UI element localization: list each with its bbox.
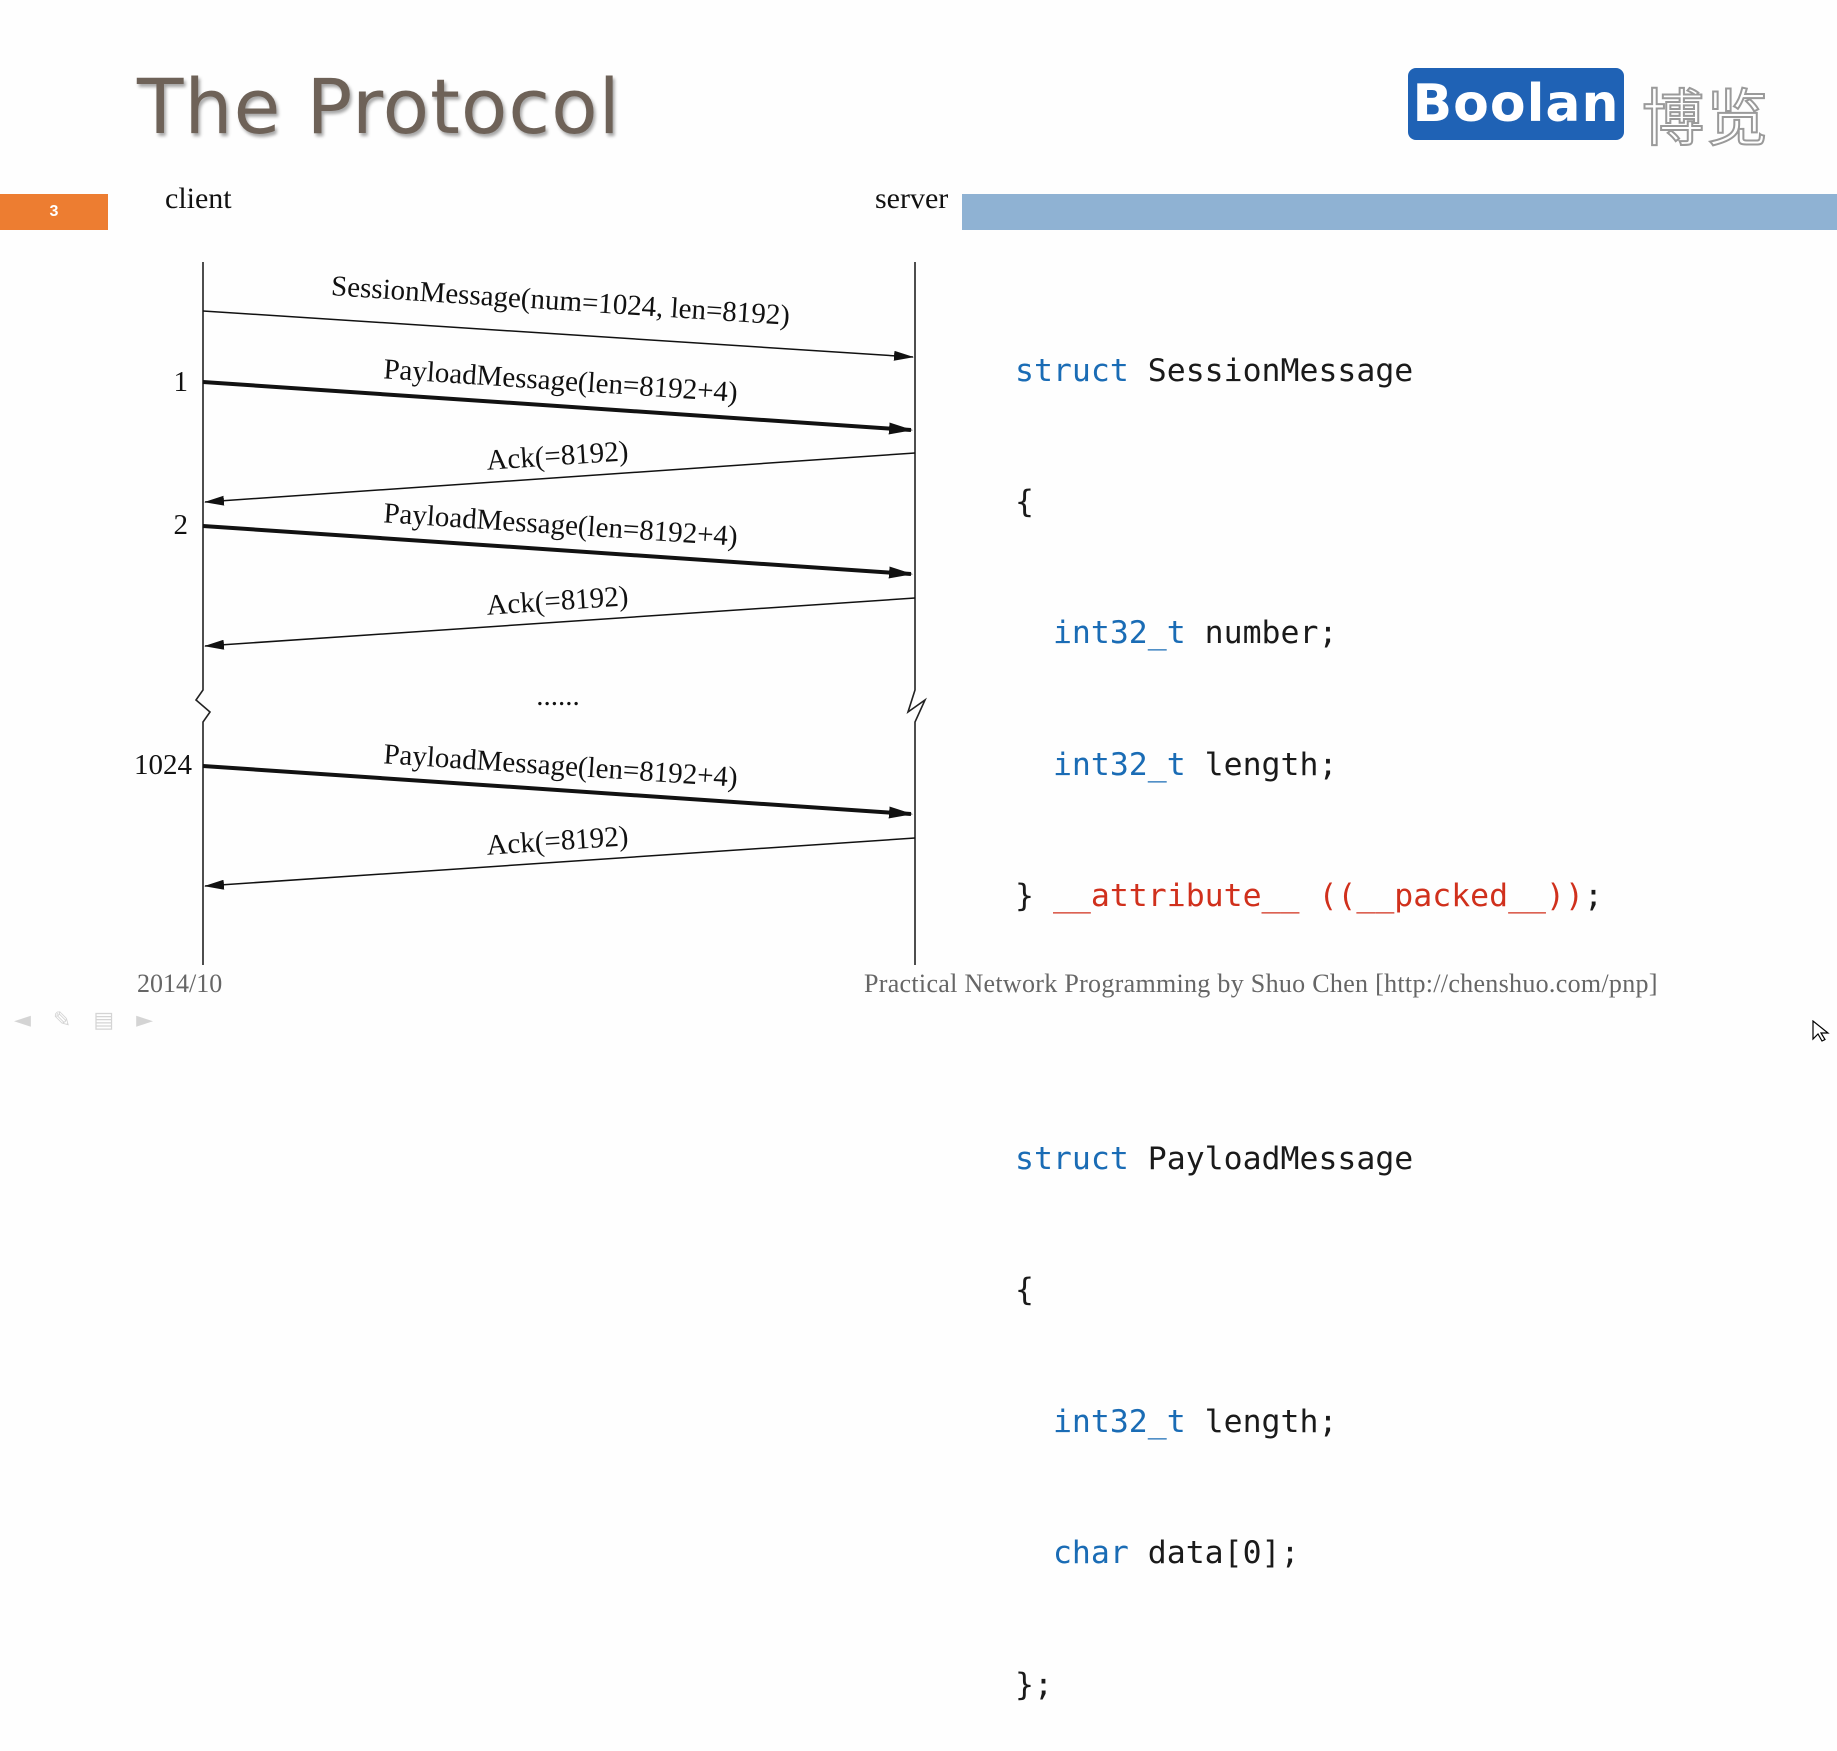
session-message-label: SessionMessage(num=1024, len=8192) [330,270,791,332]
client-lifeline [194,262,212,965]
code-type: int32_t [1052,746,1186,783]
code-brace: }; [1015,1666,1053,1703]
next-slide-icon[interactable]: ► [136,1008,154,1033]
server-label: server [875,182,948,215]
slide-number-badge: 3 [0,194,108,230]
code-field: number; [1185,615,1338,652]
session-message-arrow [202,310,914,361]
sequence-diagram: client server SessionMessage(num=1024, l… [134,182,948,965]
struct-name-payload: PayloadMessage [1128,1140,1414,1177]
footer-date: 2014/10 [137,969,223,998]
code-keyword: struct [1015,352,1129,389]
code-brace: { [1015,483,1034,520]
code-keyword: struct [1015,1140,1129,1177]
boolan-logo-cn: 博览 [1641,81,1771,156]
code-field: data[0]; [1128,1535,1300,1572]
pen-icon[interactable]: ✎ [52,1008,72,1033]
ack-label-1: Ack(=8192) [486,435,630,476]
payload-message-label-1: PayloadMessage(len=8192+4) [382,353,738,408]
payload-message-arrow-2 [202,524,913,579]
footer-credit: Practical Network Programming by Shuo Ch… [864,969,1658,998]
code-brace: { [1015,1272,1034,1309]
payload-message-arrow-1024 [202,764,913,819]
code-type: int32_t [1052,615,1186,652]
boolan-logo: Boolan [1408,68,1624,140]
previous-slide-icon[interactable]: ◄ [14,1008,31,1033]
code-block: struct SessionMessage { int32_t number; … [1015,262,1603,1751]
slide-title: The Protocol [137,62,621,151]
code-line: int32_t length; [1015,744,1603,788]
ack-label-2: Ack(=8192) [486,580,630,621]
struct-name-session: SessionMessage [1128,352,1414,389]
client-label: client [165,182,232,215]
ack-arrow-3 [204,837,916,890]
code-semicolon: ; [1583,878,1603,915]
code-field: length; [1185,1403,1338,1440]
ack-arrow-2 [204,597,916,650]
payload-message-label-2: PayloadMessage(len=8192+4) [382,497,738,552]
code-attribute: __attribute__ ((__packed__)) [1052,878,1584,915]
code-brace: } [1015,878,1053,915]
code-line: { [1015,481,1603,525]
payload-index-1: 1 [174,366,189,398]
ack-label-3: Ack(=8192) [486,820,630,861]
code-type: int32_t [1052,1403,1186,1440]
code-line: struct SessionMessage [1015,350,1603,394]
ack-arrow-1 [204,452,916,506]
sequence-ellipsis: ...... [536,680,580,712]
code-blank-line [1015,1007,1603,1051]
code-line: { [1015,1269,1603,1313]
payload-index-2: 2 [174,509,189,541]
payload-message-label-1024: PayloadMessage(len=8192+4) [382,738,738,793]
menu-icon[interactable]: ▤ [93,1008,115,1033]
server-lifeline [906,262,927,965]
header-bar [962,194,1837,230]
code-line: int32_t length; [1015,1401,1603,1445]
code-line: char data[0]; [1015,1532,1603,1576]
code-line: struct PayloadMessage [1015,1138,1603,1182]
payload-message-arrow-1 [202,380,913,435]
code-line: }; [1015,1664,1603,1708]
code-field: length; [1185,746,1338,783]
code-line: int32_t number; [1015,612,1603,656]
code-line: } __attribute__ ((__packed__)); [1015,875,1603,919]
mouse-cursor-icon [1812,1020,1830,1042]
code-type: char [1052,1535,1129,1572]
payload-index-1024: 1024 [134,749,193,781]
slideshow-toolbar: ◄ ✎ ▤ ► [14,1008,153,1033]
